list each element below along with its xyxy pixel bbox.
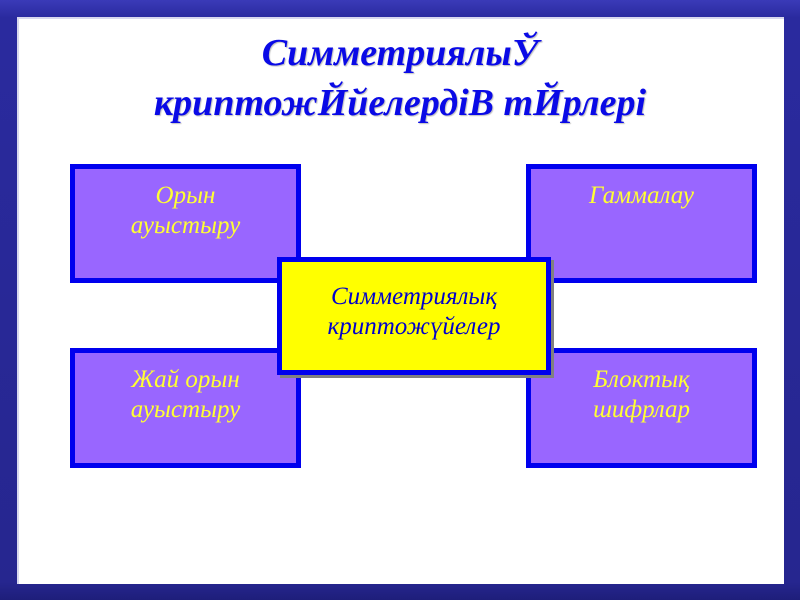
node-label-line: Жай орын [131, 366, 240, 393]
node-top-left: Орын ауыстыру [70, 164, 301, 283]
node-label-line: Орын [155, 182, 216, 209]
center-label-line: криптожүйелер [327, 313, 501, 340]
center-label-line: Симметриялық [330, 283, 498, 310]
node-bottom-right: Блоктық шифрлар [526, 348, 757, 468]
center-node: Симметриялық криптожүйелер [277, 257, 551, 375]
node-label-line: Блоктық [593, 366, 690, 393]
slide-title: СимметриялыЎ криптожЙйелердіВ тЙрлері [0, 28, 800, 128]
node-label-line: шифрлар [593, 396, 690, 423]
node-label-line: ауыстыру [130, 212, 241, 239]
node-label-line: Гаммалау [589, 182, 694, 209]
title-line-1: СимметриялыЎ [261, 32, 539, 74]
node-bottom-left: Жай орын ауыстыру [70, 348, 301, 468]
node-top-right: Гаммалау [526, 164, 757, 283]
node-label-line: ауыстыру [130, 396, 241, 423]
title-line-2: криптожЙйелердіВ тЙрлері [153, 82, 647, 124]
